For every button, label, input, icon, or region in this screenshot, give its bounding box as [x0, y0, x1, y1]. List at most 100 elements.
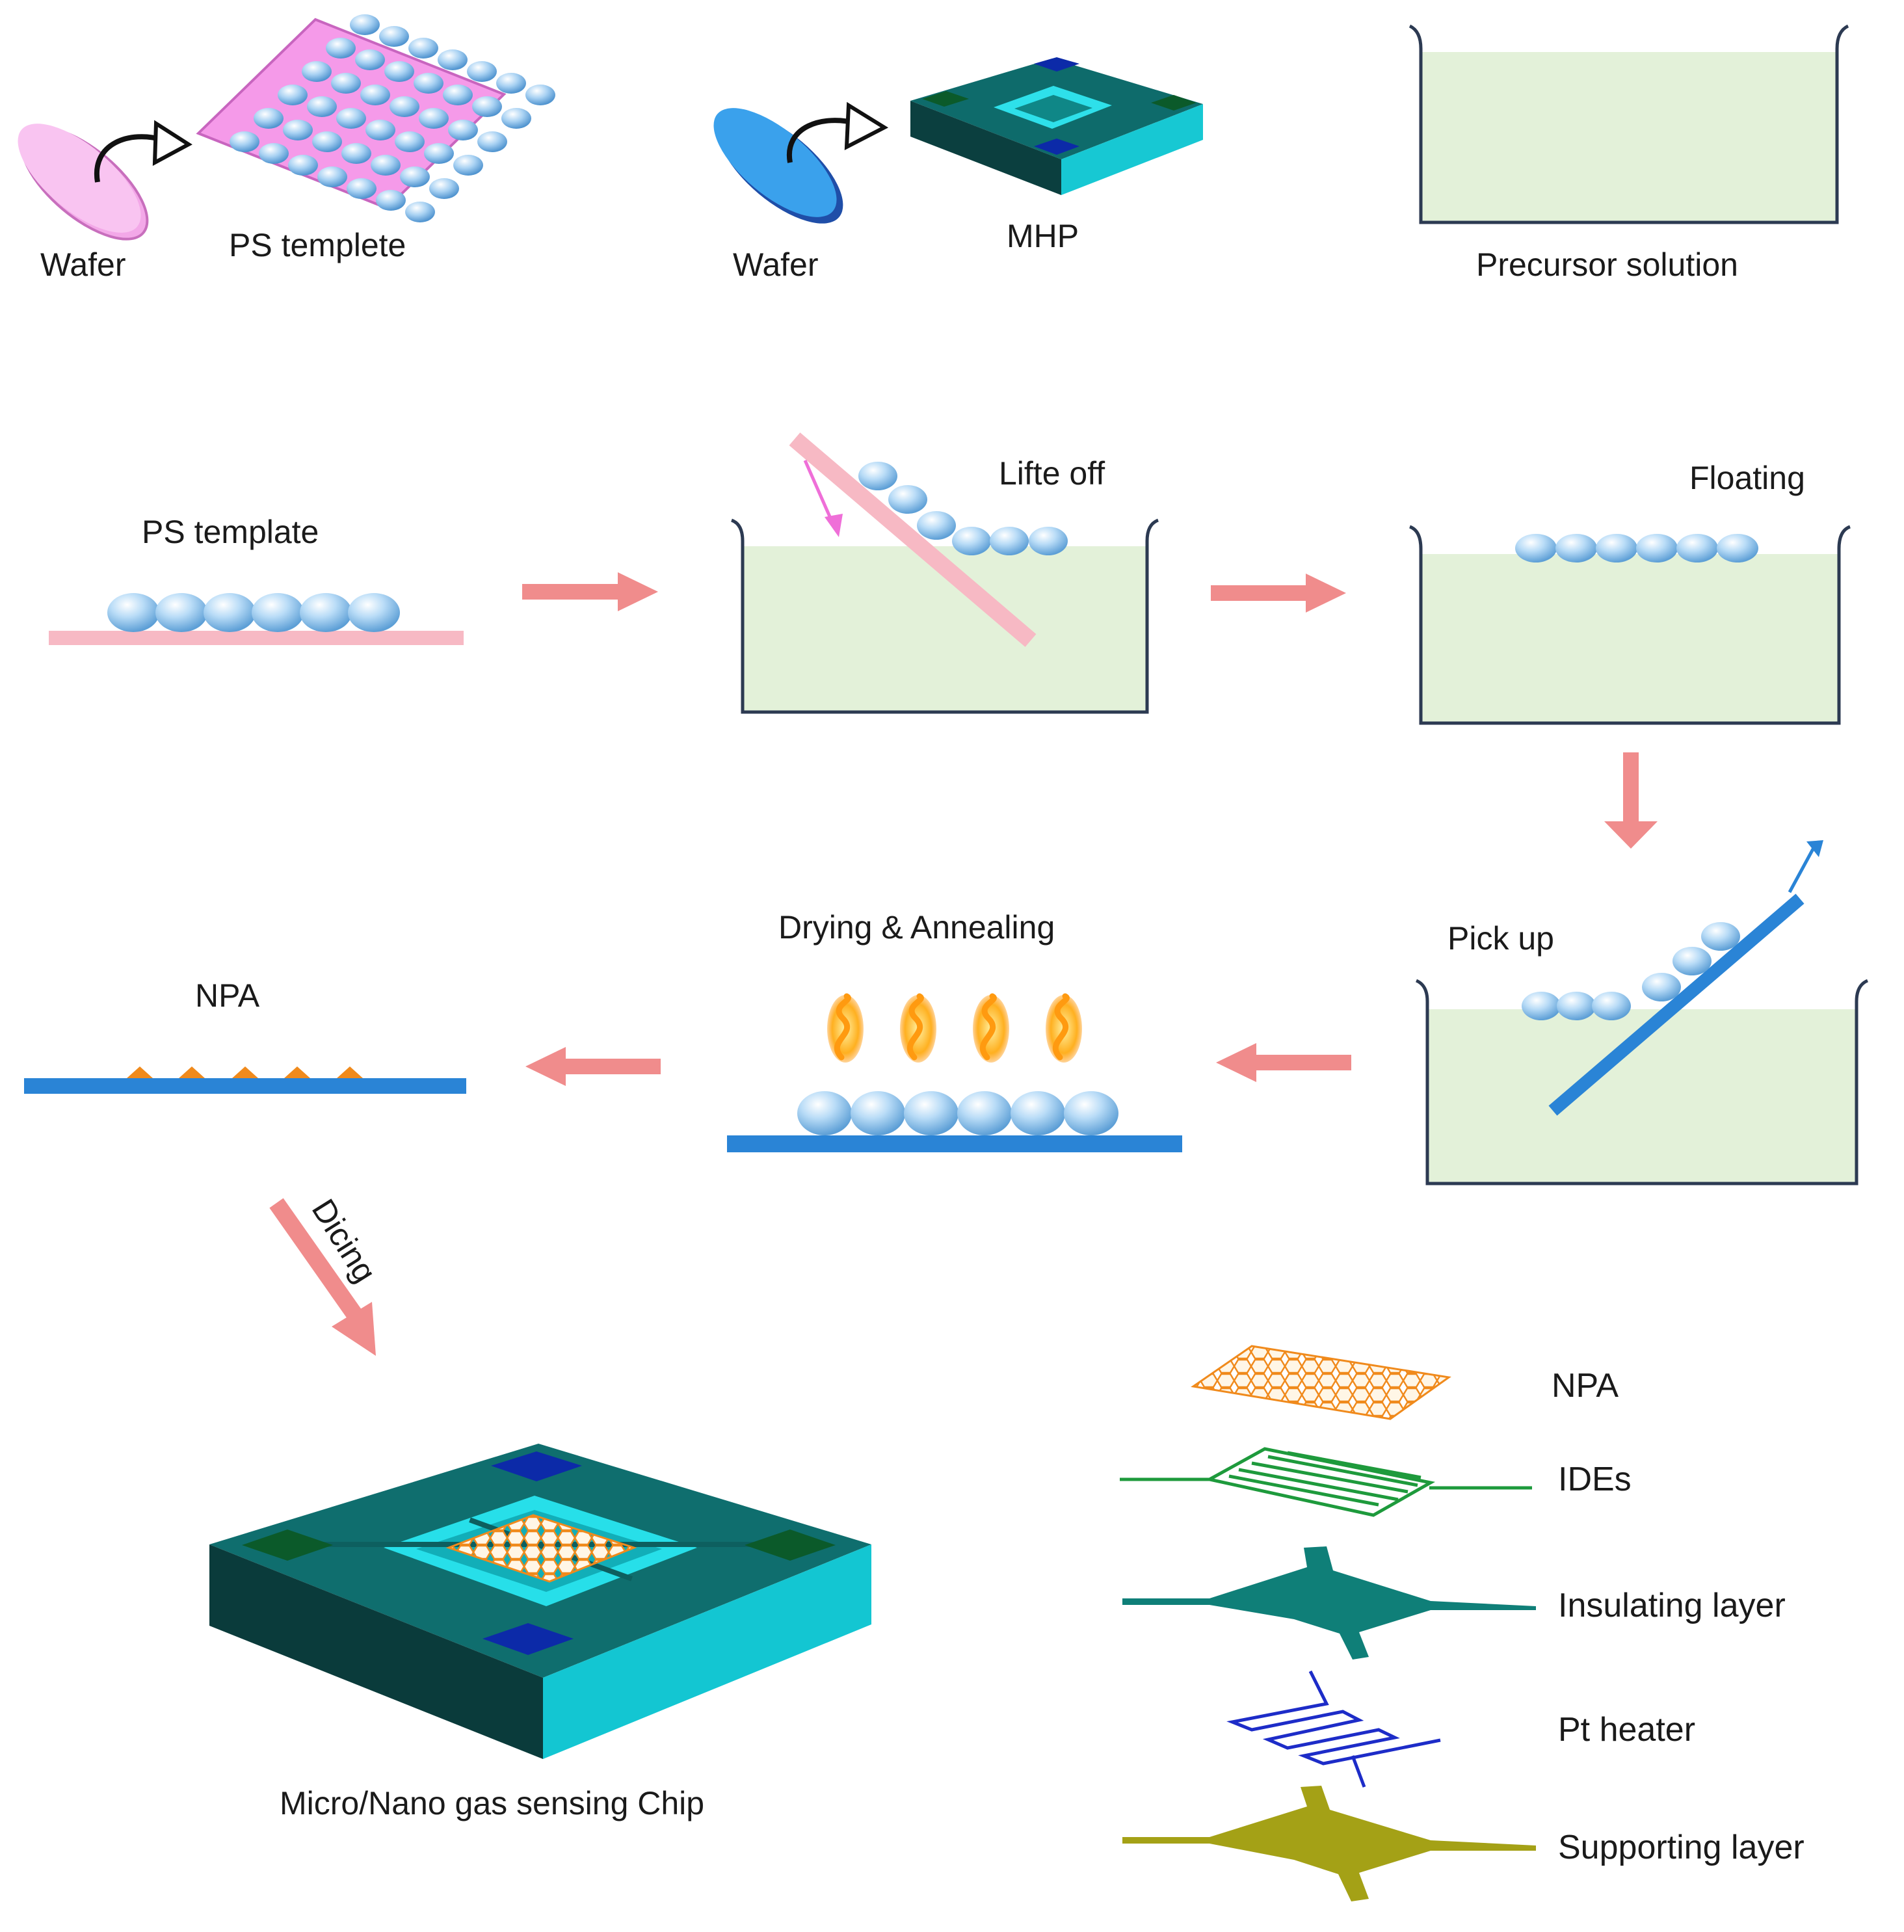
legend-npa-layer — [1191, 1345, 1451, 1420]
ps-sphere — [1676, 534, 1718, 562]
ps-sphere — [348, 593, 400, 632]
ps-sphere — [477, 131, 507, 152]
wafer-label-1: Wafer — [40, 246, 126, 283]
legend-label-pt-heater: Pt heater — [1558, 1711, 1695, 1749]
legend-label-ides: IDEs — [1558, 1461, 1632, 1498]
ps-sphere — [252, 593, 304, 632]
ps-sphere — [1592, 992, 1631, 1020]
curved-arrow-icon — [94, 134, 164, 183]
ps-sphere — [1642, 973, 1681, 1001]
ps-sphere — [1555, 534, 1597, 562]
ps-sphere — [1064, 1091, 1118, 1135]
ps-sphere — [365, 120, 395, 140]
pink-wafer — [18, 124, 149, 241]
npa-label: NPA — [195, 977, 260, 1014]
ps-templete-plate — [196, 14, 555, 222]
ps-sphere — [312, 131, 342, 152]
ps-sphere — [952, 527, 991, 555]
ps-sphere — [371, 155, 401, 176]
ps-sphere — [390, 96, 419, 117]
ps-sphere — [472, 96, 502, 117]
floating-beaker — [1408, 525, 1851, 725]
drying-annealing-label: Drying & Annealing — [778, 909, 1055, 946]
ps-sphere — [429, 178, 459, 199]
lifte-off-label: Lifte off — [999, 455, 1105, 492]
ps-sphere — [467, 61, 497, 82]
heat-wave-icon — [834, 993, 851, 1061]
ps-sphere — [419, 108, 449, 129]
ps-sphere — [350, 14, 380, 35]
blue-wafer — [713, 108, 843, 224]
precursor-solution-label: Precursor solution — [1476, 246, 1738, 283]
ps-sphere — [453, 155, 483, 176]
legend-ides-layer — [1120, 1447, 1532, 1517]
ps-sphere — [288, 155, 318, 176]
ps-sphere — [443, 85, 473, 105]
heat-wave-icon — [906, 993, 924, 1061]
ps-sphere — [283, 120, 313, 140]
pick-up-label: Pick up — [1448, 920, 1554, 957]
heat-wave-icon — [1052, 993, 1070, 1061]
ps-sphere — [278, 85, 308, 105]
dicing-arrow — [269, 1198, 376, 1356]
ps-template-label: PS template — [142, 514, 319, 550]
ps-sphere — [400, 166, 430, 187]
mhp-label: MHP — [1007, 218, 1079, 254]
ps-sphere — [307, 96, 337, 117]
ps-sphere — [336, 108, 366, 129]
ps-sphere — [317, 166, 347, 187]
ps-sphere — [360, 85, 390, 105]
ps-sphere — [259, 143, 289, 164]
ps-sphere — [1522, 992, 1561, 1020]
ps-sphere — [326, 38, 356, 59]
ps-sphere — [1011, 1091, 1065, 1135]
ps-sphere — [888, 485, 927, 514]
legend-insulating-layer — [1122, 1546, 1536, 1660]
curved-arrow-icon — [786, 118, 858, 163]
ps-sphere — [1596, 534, 1637, 562]
ps-sphere — [155, 593, 207, 632]
gas-sensing-chip — [209, 1444, 871, 1759]
ps-sphere — [204, 593, 256, 632]
ps-sphere — [448, 120, 478, 140]
ps-sphere — [347, 178, 377, 199]
ps-sphere — [408, 38, 438, 59]
flow-arrow-right-1 — [522, 572, 658, 611]
ps-sphere — [957, 1091, 1012, 1135]
ps-sphere — [1636, 534, 1678, 562]
ps-sphere — [858, 462, 897, 490]
floating-label: Floating — [1689, 460, 1805, 496]
npa-substrate — [24, 1066, 466, 1094]
flow-arrow-down — [1604, 752, 1658, 849]
legend-supporting-layer — [1122, 1786, 1536, 1901]
curved-arrow-head-icon — [844, 101, 889, 151]
ps-sphere — [990, 527, 1029, 555]
mhp-chip — [910, 57, 1203, 195]
ps-sphere — [1701, 922, 1740, 951]
ps-sphere — [496, 73, 526, 94]
ps-sphere — [302, 61, 332, 82]
heat-wave-icon — [979, 993, 997, 1061]
drying-substrate — [727, 1091, 1182, 1152]
ps-template-on-substrate — [49, 593, 464, 645]
ps-sphere — [1029, 527, 1068, 555]
ps-sphere — [414, 73, 443, 94]
lift-off-beaker — [730, 432, 1159, 714]
chip-caption: Micro/Nano gas sensing Chip — [280, 1785, 704, 1821]
ps-sphere — [376, 190, 406, 211]
ps-sphere — [1717, 534, 1758, 562]
wafer-label-2: Wafer — [733, 246, 819, 283]
ps-templete-label: PS templete — [229, 227, 406, 263]
ps-sphere — [1673, 947, 1712, 975]
heat-waves — [827, 993, 1082, 1063]
ps-sphere — [331, 73, 361, 94]
precursor-beaker — [1408, 24, 1849, 224]
legend-label-insulating: Insulating layer — [1558, 1587, 1786, 1624]
legend-pt-heater-layer — [1226, 1670, 1441, 1788]
ps-sphere — [395, 131, 425, 152]
legend-label-npa: NPA — [1552, 1367, 1619, 1405]
pick-up-beaker — [1415, 840, 1869, 1185]
ps-sphere — [300, 593, 352, 632]
ps-sphere — [355, 49, 385, 70]
